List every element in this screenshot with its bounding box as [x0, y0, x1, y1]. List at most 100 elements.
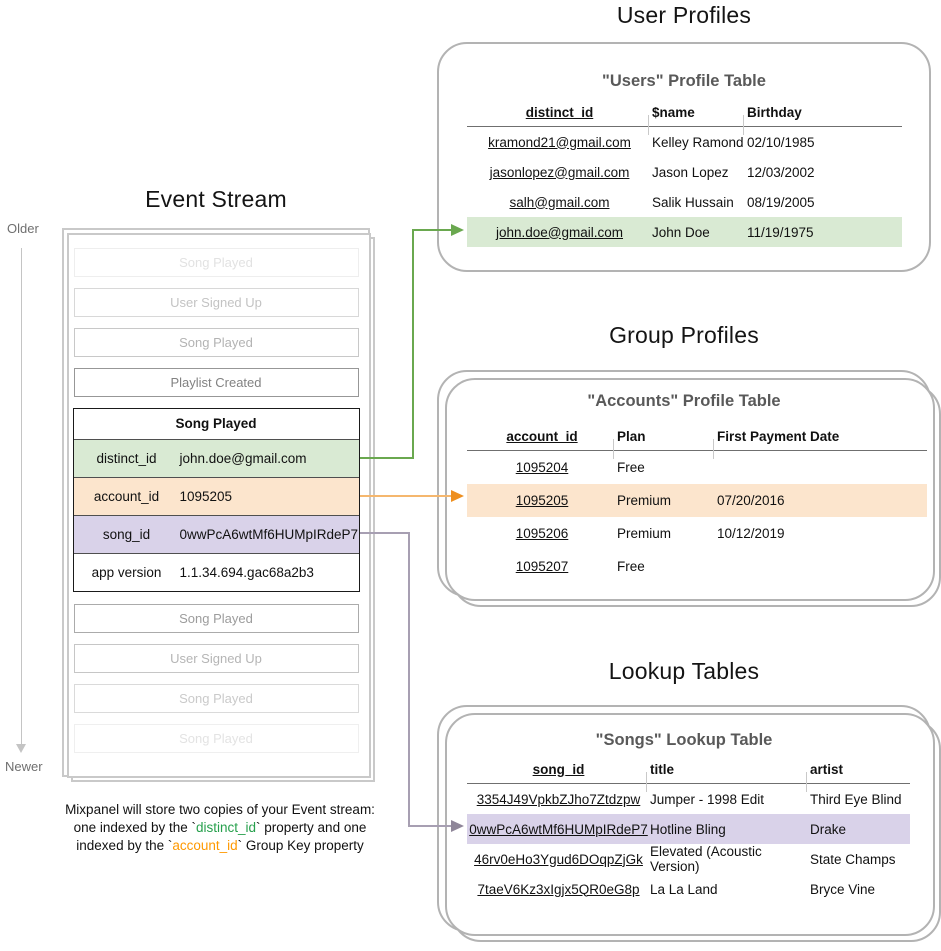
- event-box: Song Played: [73, 604, 359, 633]
- older-label: Older: [7, 221, 39, 236]
- cell-plan: Premium: [617, 493, 672, 508]
- users-table: distinct_id $name Birthday kramond21@gma…: [467, 102, 902, 247]
- cell-distinct-id: kramond21@gmail.com: [488, 134, 631, 150]
- cell-song-id: 7taeV6Kz3xIgjx5QR0eG8p: [477, 881, 640, 897]
- table-row: 46rv0eHo3Ygud6DOqpZjGk Elevated (Acousti…: [467, 844, 910, 874]
- accounts-table: account_id Plan First Payment Date 10952…: [467, 426, 927, 583]
- songs-table-header: song_id title artist: [467, 759, 910, 792]
- lookup-tables-title: Lookup Tables: [608, 658, 760, 684]
- arrowhead-icon: [451, 820, 464, 832]
- newer-label: Newer: [5, 759, 43, 774]
- event-stream-title: Event Stream: [145, 186, 287, 212]
- cell-artist: State Champs: [810, 851, 896, 867]
- user-profiles-title: User Profiles: [616, 2, 752, 28]
- cell-artist: Bryce Vine: [810, 881, 876, 897]
- cell-distinct-id: john.doe@gmail.com: [495, 224, 624, 240]
- group-profiles-title: Group Profiles: [609, 322, 759, 348]
- event-box: User Signed Up: [73, 644, 359, 673]
- prop-key: distinct_id: [96, 451, 157, 466]
- cell-title: Hotline Bling: [650, 821, 726, 837]
- table-row: 1095204 Free: [467, 451, 927, 484]
- songs-lookup-card: "Songs" Lookup Table song_id title artis…: [437, 705, 941, 942]
- event-box: Song Played: [73, 684, 359, 713]
- cell-artist: Drake: [810, 821, 847, 837]
- cell-title: Jumper - 1998 Edit: [650, 791, 765, 807]
- prop-value: 1095205: [179, 489, 233, 504]
- prop-value: 1.1.34.694.gac68a2b3: [179, 565, 314, 580]
- highlighted-table-row: 1095205 Premium 07/20/2016: [467, 484, 927, 517]
- cell-account-id: 1095207: [515, 559, 569, 574]
- cell-name: Kelley Ramond: [652, 134, 744, 150]
- event-prop-song-id: song_id 0wwPcA6wtMf6HUMpIRdeP7: [73, 515, 359, 553]
- users-table-header: distinct_id $name Birthday: [467, 102, 902, 135]
- cell-plan: Free: [617, 559, 645, 574]
- column-header: artist: [806, 762, 910, 792]
- accounts-table-title: "Accounts" Profile Table: [587, 392, 781, 410]
- prop-key: app version: [91, 565, 162, 580]
- cell-song-id: 3354J49VpkbZJho7Ztdzpw: [476, 791, 641, 807]
- column-header: Plan: [613, 429, 717, 459]
- caption-line-2: one indexed by the `distinct_id` propert…: [40, 819, 400, 837]
- table-row: salh@gmail.com Salik Hussain 08/19/2005: [467, 187, 902, 217]
- time-axis-arrowhead-icon: [16, 744, 26, 753]
- connector-line: [412, 229, 414, 459]
- event-prop-app-version: app version 1.1.34.694.gac68a2b3: [73, 553, 359, 591]
- connector-line: [412, 229, 451, 231]
- focused-event-card: Song Played distinct_id john.doe@gmail.c…: [72, 408, 360, 592]
- cell-birthday: 11/19/1975: [747, 224, 814, 240]
- cell-birthday: 02/10/1985: [747, 134, 815, 150]
- cell-name: Salik Hussain: [652, 194, 734, 210]
- users-profile-card: "Users" Profile Table distinct_id $name …: [437, 42, 931, 272]
- connector-line: [408, 825, 451, 827]
- cell-account-id: 1095204: [515, 460, 569, 475]
- event-prop-account-id: account_id 1095205: [73, 477, 359, 515]
- caption-line-1: Mixpanel will store two copies of your E…: [40, 801, 400, 819]
- connector-line: [408, 532, 410, 827]
- column-header: account_id: [506, 428, 578, 444]
- cell-account-id: 1095206: [515, 526, 569, 541]
- time-axis-line: [21, 248, 22, 744]
- cell-song-id: 46rv0eHo3Ygud6DOqpZjGk: [474, 851, 643, 867]
- cell-title: Elevated (Acoustic Version): [650, 844, 762, 874]
- caption-text: one indexed by the `: [73, 820, 196, 835]
- event-name: Song Played: [175, 416, 257, 431]
- cell-plan: Free: [617, 460, 645, 475]
- highlighted-table-row: 0wwPcA6wtMf6HUMpIRdeP7 Hotline Bling Dra…: [467, 814, 910, 844]
- event-box: Song Played: [73, 724, 359, 753]
- arrowhead-icon: [451, 224, 464, 236]
- accounts-table-header: account_id Plan First Payment Date: [467, 426, 927, 459]
- account-id-keyword: account_id: [172, 838, 238, 853]
- event-box: User Signed Up: [73, 288, 359, 317]
- event-box: Song Played: [73, 328, 359, 357]
- column-header: Birthday: [743, 105, 902, 135]
- cell-name: John Doe: [652, 224, 710, 240]
- cell-distinct-id: salh@gmail.com: [509, 194, 610, 210]
- cell-song-id: 0wwPcA6wtMf6HUMpIRdeP7: [469, 821, 648, 837]
- event-prop-distinct-id: distinct_id john.doe@gmail.com: [73, 439, 359, 477]
- prop-key: account_id: [93, 489, 160, 504]
- event-stream-container: Song Played User Signed Up Song Played P…: [62, 228, 375, 782]
- cell-name: Jason Lopez: [652, 164, 729, 180]
- connector-line: [360, 457, 414, 459]
- caption-text: ` property and one: [256, 820, 367, 835]
- cell-first-payment-date: 07/20/2016: [717, 493, 785, 508]
- column-header: First Payment Date: [713, 429, 927, 459]
- column-header: song_id: [532, 761, 585, 777]
- accounts-profile-card: "Accounts" Profile Table account_id Plan…: [437, 370, 941, 607]
- cell-account-id: 1095205: [515, 493, 569, 508]
- caption-text: ` Group Key property: [237, 838, 364, 853]
- event-box: Song Played: [73, 248, 359, 277]
- cell-birthday: 08/19/2005: [747, 194, 815, 210]
- prop-key: song_id: [102, 527, 151, 542]
- cell-title: La La Land: [650, 881, 718, 897]
- caption-line-3: indexed by the `account_id` Group Key pr…: [40, 837, 400, 855]
- distinct-id-keyword: distinct_id: [195, 820, 257, 835]
- highlighted-table-row: john.doe@gmail.com John Doe 11/19/1975: [467, 217, 902, 247]
- column-header: $name: [648, 105, 747, 135]
- table-row: 1095207 Free: [467, 550, 927, 583]
- cell-first-payment-date: 10/12/2019: [717, 526, 785, 541]
- connector-line: [360, 495, 451, 497]
- cell-distinct-id: jasonlopez@gmail.com: [489, 164, 630, 180]
- column-header: distinct_id: [525, 104, 594, 120]
